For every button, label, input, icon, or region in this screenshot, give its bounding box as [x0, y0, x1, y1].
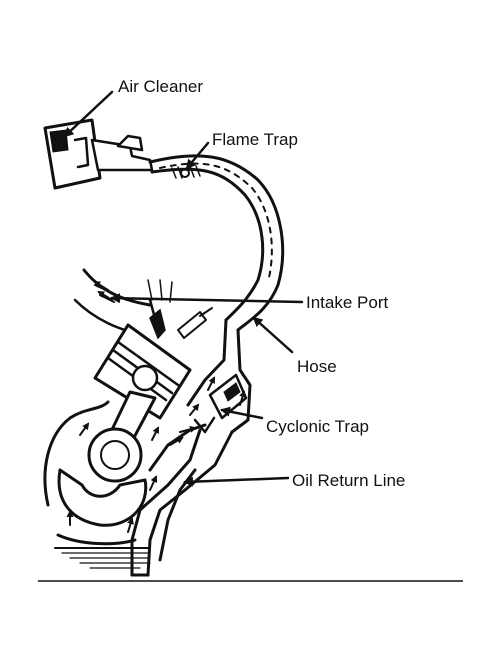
label-flame-trap: Flame Trap — [212, 130, 298, 149]
oil-return-line — [130, 428, 234, 577]
valve — [148, 298, 166, 340]
flow-arrows — [66, 280, 246, 533]
oil-return-line-leader — [183, 476, 290, 487]
cyclonic-trap-leader — [220, 406, 264, 420]
air-cleaner-leader — [63, 90, 114, 138]
label-oil-return-line: Oil Return Line — [292, 471, 405, 490]
intake-port-leader — [110, 293, 304, 304]
label-cyclonic-trap: Cyclonic Trap — [266, 417, 369, 436]
label-air-cleaner: Air Cleaner — [118, 77, 203, 96]
label-intake-port: Intake Port — [306, 293, 388, 312]
leader-arrows — [63, 90, 304, 487]
label-hose: Hose — [297, 357, 337, 376]
piston-assembly — [57, 323, 192, 527]
flame-trap-leader — [185, 141, 210, 170]
cyclonic-trap — [186, 318, 252, 434]
oil-sump — [54, 547, 151, 569]
air-cleaner — [43, 118, 102, 190]
hose-leader — [252, 316, 294, 354]
flame-trap — [90, 134, 201, 179]
hose — [148, 154, 285, 332]
spark-plug — [177, 307, 213, 339]
